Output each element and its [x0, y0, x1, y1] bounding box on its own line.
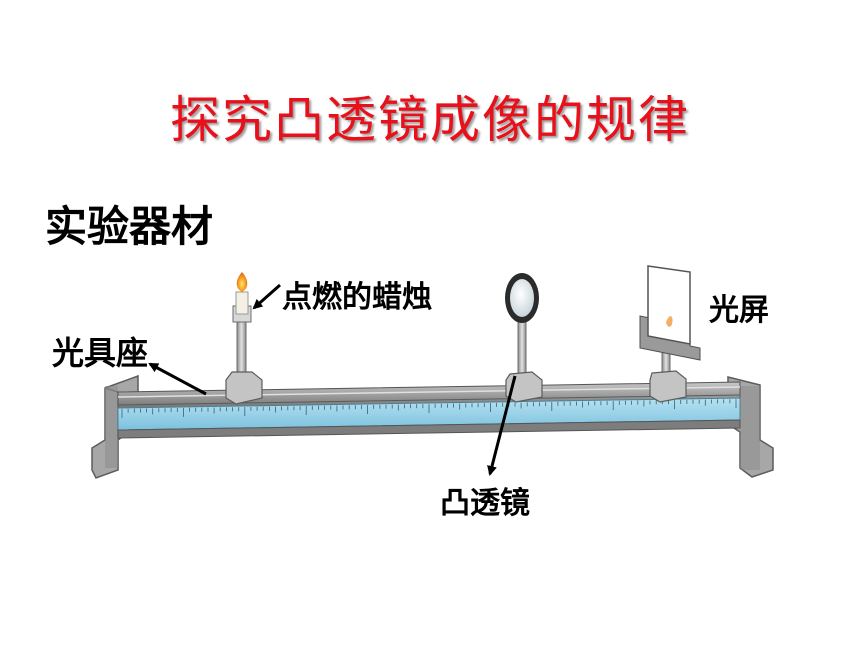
lens-pointer-arrow: [487, 375, 517, 476]
candle-flame: [236, 272, 248, 292]
label-convex-lens: 凸透镜: [440, 486, 530, 521]
light-screen: [647, 265, 691, 345]
convex-lens: [505, 273, 539, 323]
section-heading: 实验器材: [45, 202, 214, 251]
candle-holder: [225, 305, 263, 405]
label-optical-bench: 光具座: [52, 334, 149, 372]
label-lit-candle: 点燃的蜡烛: [282, 280, 432, 315]
stand-pointer-arrow: [148, 362, 207, 396]
label-light-screen: 光屏: [709, 293, 769, 328]
candle-pointer-arrow: [252, 283, 281, 310]
candle-image-on-screen: [666, 316, 673, 327]
page-title: 探究凸透镜成像的规律: [170, 91, 690, 149]
rail-underside: [117, 419, 741, 439]
